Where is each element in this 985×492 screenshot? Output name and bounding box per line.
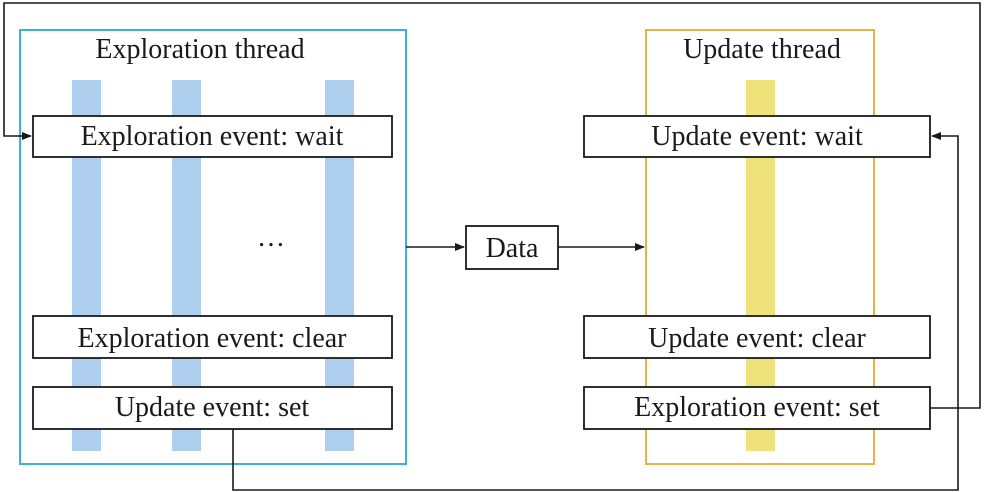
update-set-label: Update event: set bbox=[115, 392, 310, 423]
exploration-set-feedback-arrow bbox=[3, 2, 981, 409]
ellipsis-label: … bbox=[257, 222, 285, 253]
update-set-feedback-arrow bbox=[232, 132, 959, 491]
update-wait-label: Update event: wait bbox=[651, 121, 863, 152]
exploration-clear-box: Exploration event: clear bbox=[32, 315, 393, 359]
data-label: Data bbox=[486, 233, 539, 264]
exploration-wait-box: Exploration event: wait bbox=[32, 115, 393, 158]
update-thread-title: Update thread bbox=[683, 34, 841, 65]
update-clear-box: Update event: clear bbox=[583, 315, 931, 359]
exploration-thread-panel: Exploration thread … Exploration event: … bbox=[19, 29, 407, 465]
update-clear-label: Update event: clear bbox=[648, 323, 866, 354]
exploration-clear-label: Exploration event: clear bbox=[78, 323, 348, 354]
exploration-set-label: Exploration event: set bbox=[634, 392, 880, 423]
exploration-thread-title: Exploration thread bbox=[95, 34, 304, 65]
exploration-set-box: Exploration event: set bbox=[583, 386, 931, 430]
data-box: Data bbox=[465, 225, 559, 270]
update-thread-frame bbox=[645, 29, 875, 465]
update-thread-panel: Update thread Update event: wait Update … bbox=[583, 29, 931, 465]
update-set-box: Update event: set bbox=[32, 386, 393, 430]
update-wait-box: Update event: wait bbox=[583, 115, 931, 158]
exploration-wait-label: Exploration event: wait bbox=[81, 121, 344, 152]
